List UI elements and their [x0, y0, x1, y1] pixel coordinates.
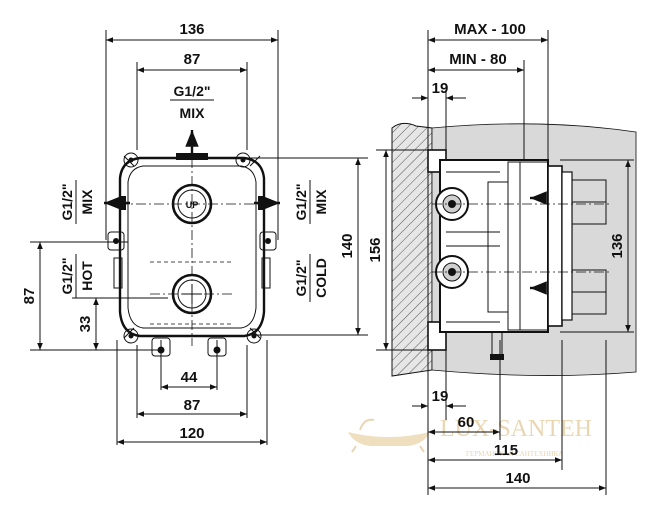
right-port-labels: G1/2" MIX G1/2" COLD: [254, 180, 329, 302]
dim-overall-width: 136: [179, 21, 204, 38]
front-view: 136 87 44 87 120 87 33 140 G1/2" MIX G1/…: [21, 21, 368, 445]
dim-max-depth: MAX - 100: [454, 21, 526, 38]
dim-min-depth: MIN - 80: [449, 51, 507, 68]
dim-base-width: 120: [179, 425, 204, 442]
top-port-thread: G1/2": [174, 83, 211, 99]
side-view: MAX - 100 MIN - 80 19 19 60 115 140 156 …: [367, 21, 637, 495]
watermark-brand: LUX-SANTEH: [440, 416, 592, 442]
left-hot-name: HOT: [79, 261, 95, 291]
bathtub-icon: [348, 418, 430, 453]
right-cold-thread: G1/2": [293, 260, 309, 297]
dim-60: 60: [458, 414, 475, 431]
right-mix-name: MIX: [313, 189, 329, 215]
side-valve-body: [427, 90, 612, 360]
top-boss: [176, 153, 208, 160]
dim-115: 115: [494, 442, 518, 459]
watermark-tagline: ГЕРМАНСКАЯ САНТЕХНИКА: [466, 450, 563, 458]
left-mix-name: MIX: [79, 189, 95, 215]
left-mix-thread: G1/2": [59, 184, 75, 221]
watermark: LUX-SANTEH ГЕРМАНСКАЯ САНТЕХНИКА: [348, 416, 592, 458]
dim-left-offset: 33: [77, 316, 94, 333]
left-hot-thread: G1/2": [59, 258, 75, 295]
top-port-name: MIX: [180, 105, 206, 121]
dim-left-height: 87: [21, 288, 38, 305]
front-centre-lines: [118, 140, 266, 346]
front-dimension-lines: [37, 37, 361, 445]
dim-top-offset: 19: [432, 80, 449, 97]
dim-bottom-offset: 19: [432, 388, 449, 405]
side-dimension-lines: [383, 37, 631, 491]
right-mix-thread: G1/2": [293, 184, 309, 221]
wall-section: [391, 122, 433, 377]
dim-right-height: 136: [609, 233, 626, 258]
dim-140: 140: [505, 470, 530, 487]
dim-bottom-width: 87: [184, 397, 201, 414]
left-port-labels: G1/2" MIX G1/2" HOT: [59, 180, 130, 298]
dim-right-height: 140: [339, 233, 356, 258]
upper-cap-label: UP: [186, 200, 199, 210]
valve-body: [107, 152, 277, 357]
dim-bottom-spacing: 44: [181, 369, 198, 386]
dim-left-height: 156: [367, 237, 384, 262]
mounting-lugs: [107, 152, 277, 357]
right-cold-name: COLD: [313, 258, 329, 298]
dim-top-width: 87: [184, 51, 201, 68]
